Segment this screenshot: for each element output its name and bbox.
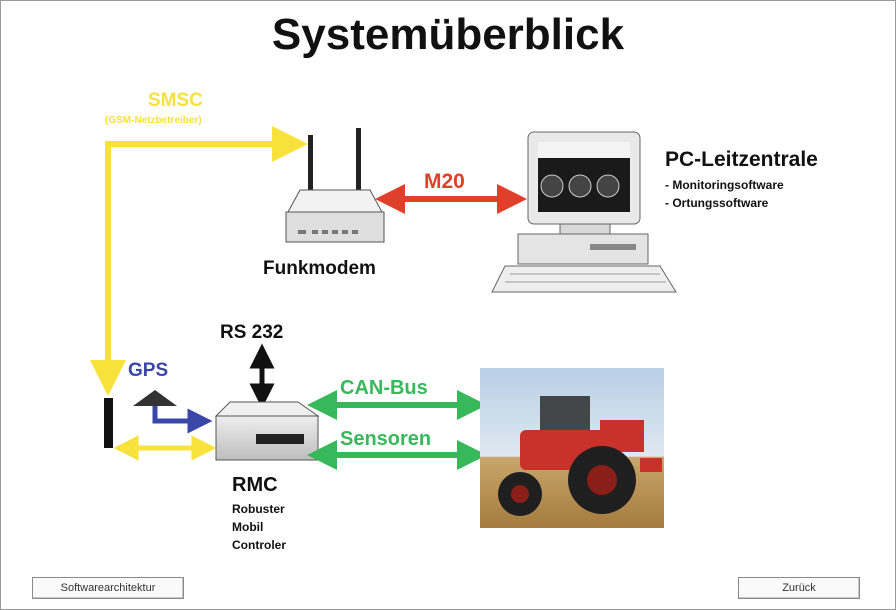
page-title: Systemüberblick [271, 10, 625, 59]
rmc-line-controler: Controler [232, 538, 286, 552]
pc-title: PC-Leitzentrale [665, 148, 818, 171]
pc-icon [491, 131, 677, 293]
m20-label: M20 [424, 170, 465, 193]
gps-antenna-icon [104, 390, 213, 448]
rmc-title: RMC [232, 474, 278, 496]
rmc-line-mobil: Mobil [232, 520, 264, 534]
funkmodem-label: Funkmodem [263, 258, 376, 279]
smsc-sublabel: (GSM-Netzbetreiber) [105, 115, 202, 126]
can-bus-label: CAN-Bus [340, 377, 428, 399]
rmc-box-icon [214, 401, 320, 461]
tractor-image [480, 368, 664, 528]
back-button[interactable]: Zurück [738, 577, 860, 599]
sensoren-label: Sensoren [340, 428, 432, 450]
pc-item-ortung: - Ortungssoftware [665, 196, 769, 210]
softwarearchitektur-button[interactable]: Softwarearchitektur [32, 577, 184, 599]
modem-icon [285, 128, 385, 243]
rmc-line-robuster: Robuster [232, 502, 285, 516]
gps-label: GPS [128, 360, 169, 381]
pc-item-monitoring: - Monitoringsoftware [665, 178, 784, 192]
rs232-label: RS 232 [220, 322, 284, 343]
smsc-link [90, 126, 308, 396]
smsc-label: SMSC [148, 90, 203, 111]
